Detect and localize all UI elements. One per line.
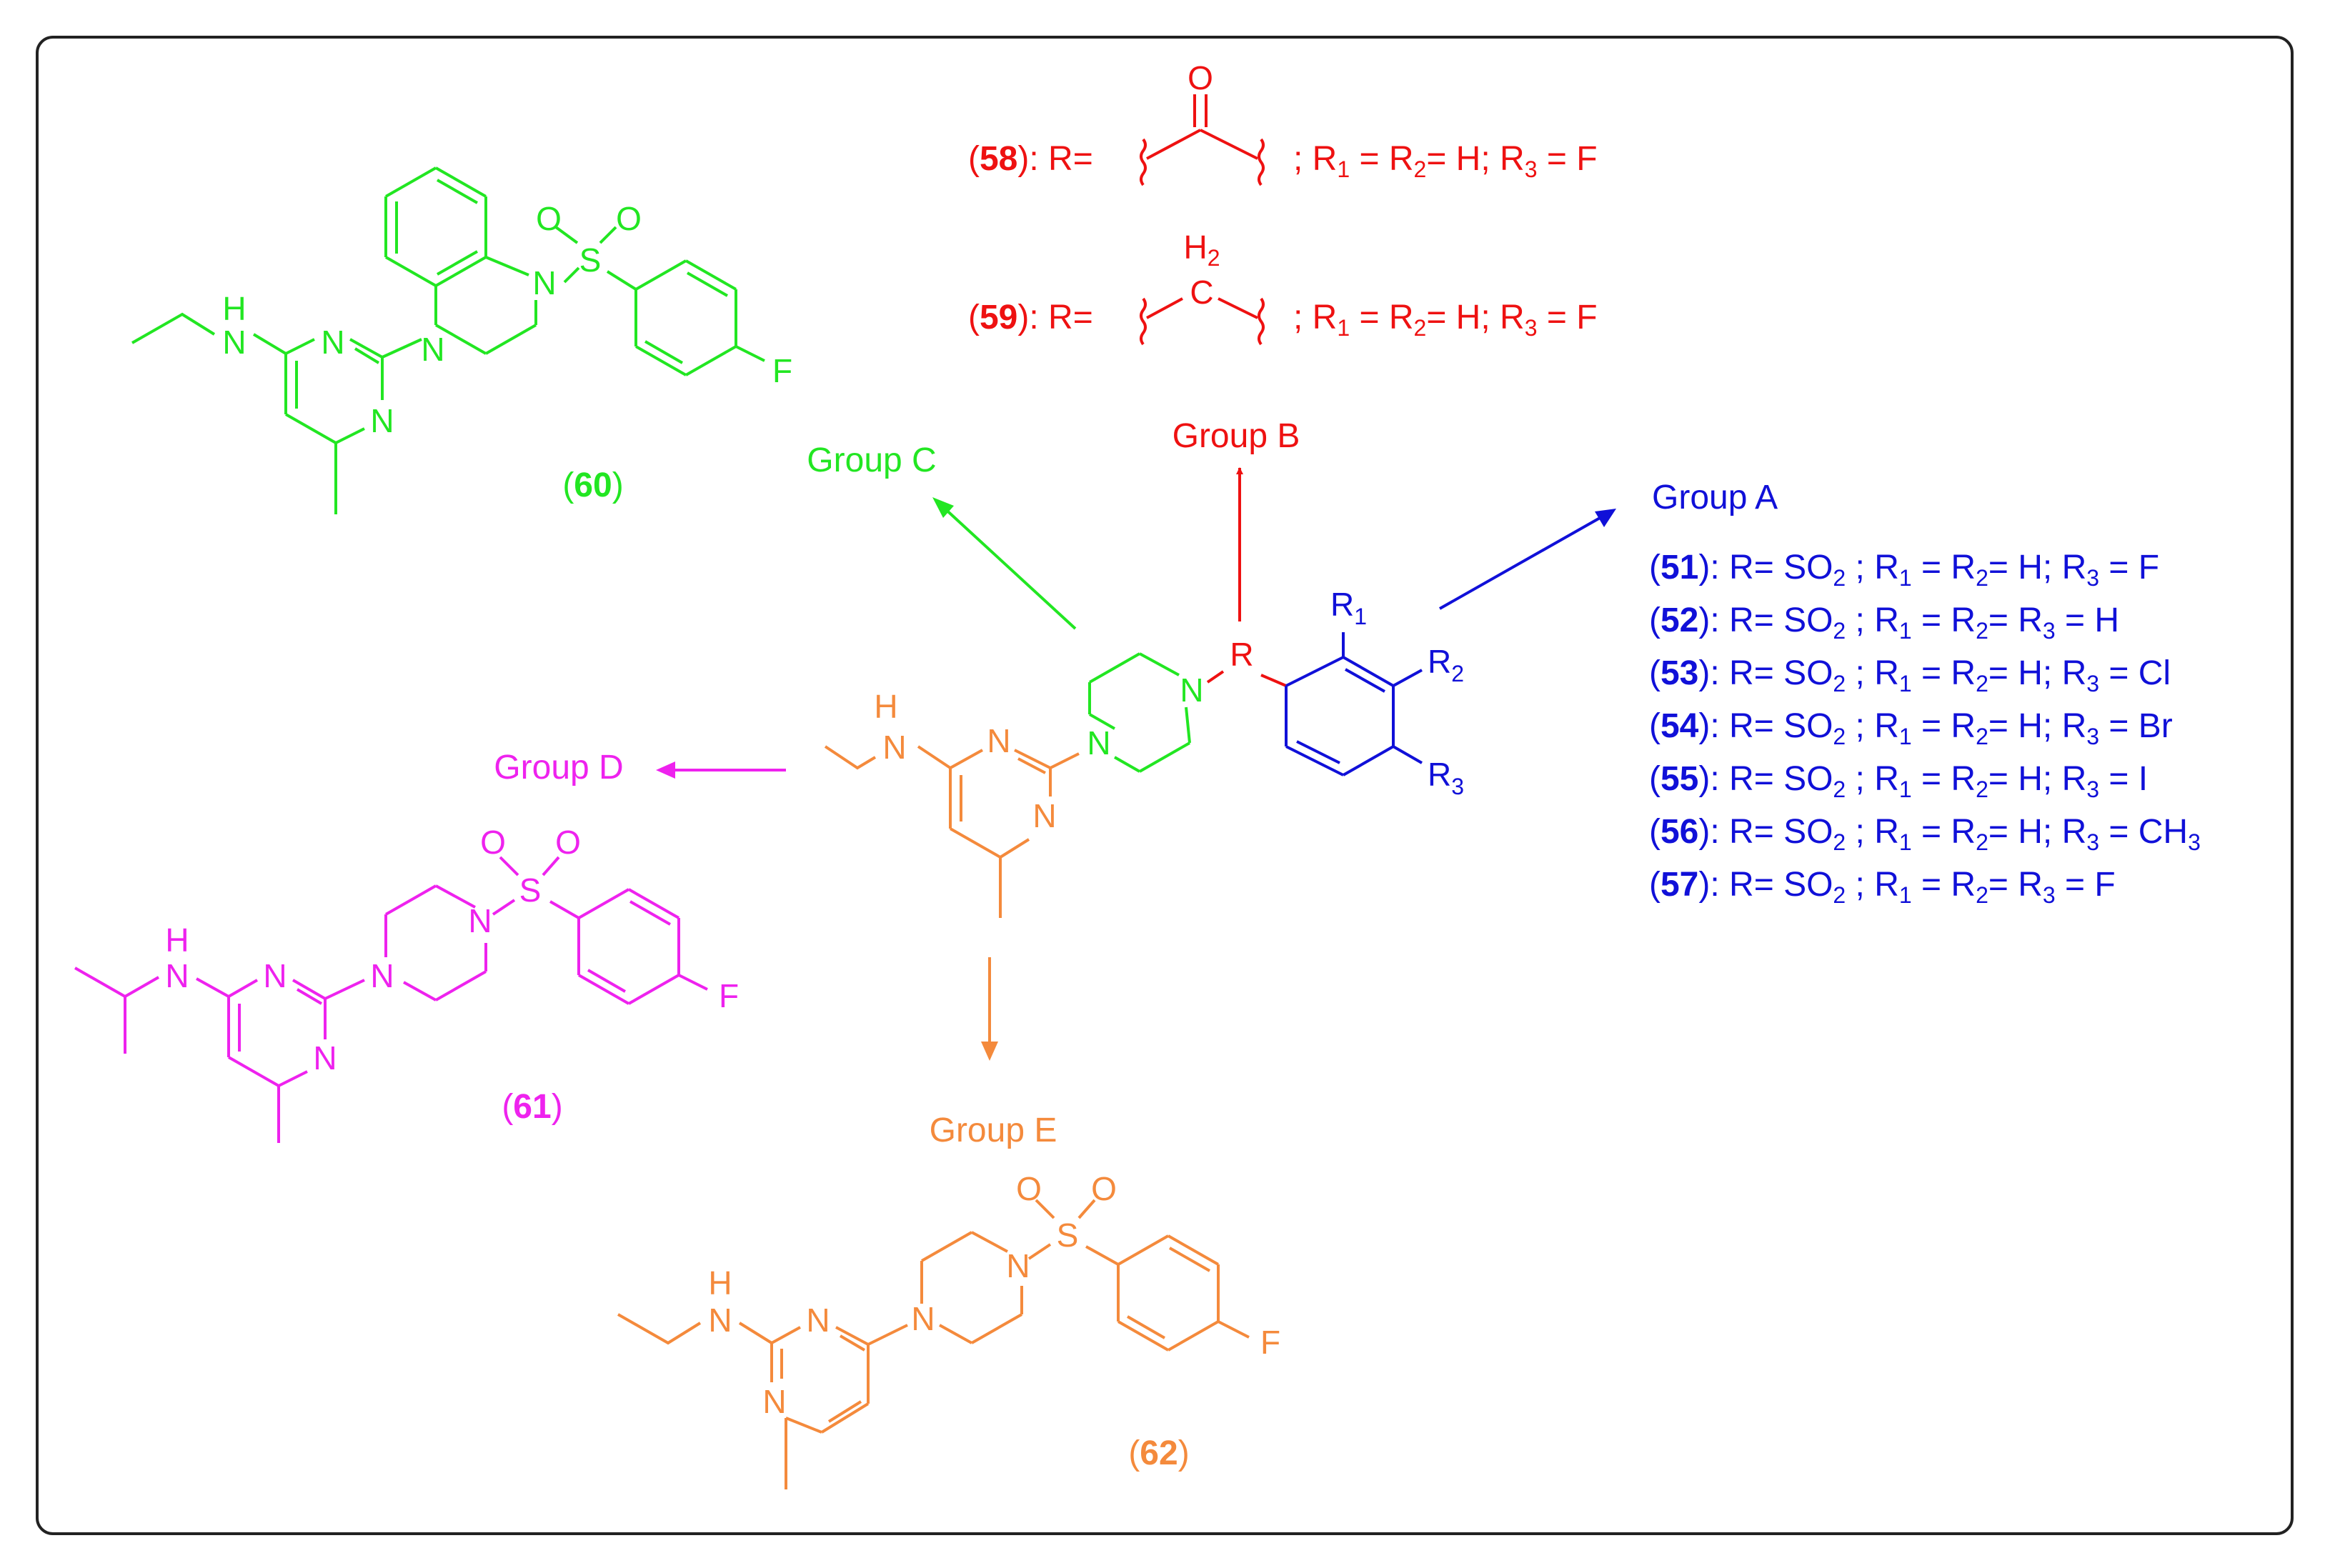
methylene-carbon: C: [1190, 274, 1213, 311]
c60-f: F: [772, 352, 792, 389]
compound-61-atoms: H N N N N N S O O F: [165, 824, 739, 1077]
c60-n2: N: [370, 402, 394, 439]
c62-pip-n1: N: [911, 1300, 935, 1337]
c61-f: F: [719, 977, 739, 1014]
group-b-entries: (58): R= O ; R1 = R2= H; R3 = F (59): R=…: [968, 59, 1598, 346]
methylene-h2: H2: [1183, 229, 1220, 271]
c60-o2: O: [616, 200, 642, 237]
c62-f: F: [1260, 1324, 1280, 1361]
group-a-entry: (53): R= SO2 ; R1 = R2= H; R3 = Cl: [1649, 654, 2171, 696]
compound-60-label: (60): [562, 466, 623, 504]
c61-o1: O: [480, 824, 506, 861]
group-c-label: Group C: [807, 441, 936, 479]
group-b-entry-58-suffix: ; R1 = R2= H; R3 = F: [1293, 140, 1598, 182]
core-atom-n1: N: [987, 722, 1010, 759]
group-a-label: Group A: [1652, 479, 1778, 516]
core-atom-r: R: [1230, 636, 1253, 673]
group-a-entry: (56): R= SO2 ; R1 = R2= H; R3 = CH3: [1649, 813, 2201, 855]
ketone-oxygen: O: [1188, 59, 1213, 96]
c61-pip-n1: N: [370, 957, 394, 994]
c62-nh-n: N: [708, 1302, 732, 1339]
c60-ring-n1: N: [421, 331, 444, 368]
c60-o1: O: [536, 200, 562, 237]
c60-s: S: [579, 241, 602, 279]
core-atom-r3: R3: [1428, 756, 1464, 799]
compound-60-atoms: H N N N N N S O O F: [222, 200, 792, 439]
compound-60-structure: [131, 166, 765, 514]
c62-s: S: [1057, 1217, 1079, 1254]
compound-61-label: (61): [502, 1088, 562, 1126]
c60-nh-n: N: [222, 324, 246, 361]
arrow-group-a: [1439, 509, 1616, 610]
group-a-entry: (51): R= SO2 ; R1 = R2= H; R3 = F: [1649, 549, 2159, 591]
c62-o1: O: [1016, 1170, 1042, 1207]
c62-nh-h: H: [708, 1264, 732, 1302]
core-atom-r2: R2: [1428, 643, 1464, 686]
c62-pip-n2: N: [1006, 1247, 1030, 1284]
group-e-label: Group E: [930, 1112, 1057, 1149]
core-atom-labels: H N N N N N R R1 R2 R3: [874, 586, 1464, 834]
arrow-group-e: [981, 957, 998, 1061]
group-b-entry-58: (58): R=: [968, 140, 1093, 178]
c60-n1: N: [321, 324, 344, 361]
core-atom-pip-n2: N: [1180, 671, 1203, 709]
c61-s: S: [519, 872, 542, 909]
arrow-group-d: [656, 761, 786, 779]
group-a-entry: (54): R= SO2 ; R1 = R2= H; R3 = Br: [1649, 707, 2173, 749]
group-a-entry: (52): R= SO2 ; R1 = R2= R3 = H: [1649, 601, 2119, 644]
compound-62-structure: [617, 1199, 1250, 1489]
c61-n2: N: [313, 1039, 337, 1077]
core-atom-pip-n1: N: [1087, 724, 1110, 761]
figure-frame: [36, 36, 2294, 1535]
c62-n1: N: [806, 1302, 830, 1339]
c61-n1: N: [263, 957, 287, 994]
group-b-entry-59-suffix: ; R1 = R2= H; R3 = F: [1293, 299, 1598, 341]
group-b-entry-59: (59): R=: [968, 299, 1093, 336]
c61-o2: O: [555, 824, 581, 861]
arrow-group-c: [932, 497, 1077, 630]
ketone-linker-icon: [1140, 94, 1265, 186]
c60-ring-n2: N: [532, 264, 556, 301]
group-arrows: [656, 497, 1616, 1061]
group-a-list: (51): R= SO2 ; R1 = R2= H; R3 = F (52): …: [1649, 549, 2201, 908]
c62-n2: N: [762, 1383, 786, 1420]
group-b-label: Group B: [1173, 417, 1300, 455]
core-atom-nh-n: N: [882, 729, 906, 766]
c60-nh-h: H: [222, 290, 246, 327]
methylene-linker-icon: [1140, 297, 1265, 346]
compound-62-label: (62): [1128, 1434, 1189, 1472]
c61-pip-n2: N: [468, 902, 492, 939]
core-scaffold: [824, 467, 1423, 918]
compound-61-structure: [74, 856, 708, 1143]
group-a-entry: (55): R= SO2 ; R1 = R2= H; R3 = I: [1649, 760, 2148, 802]
core-atom-n2: N: [1032, 797, 1056, 834]
group-labels: Group A Group B Group C Group D Group E: [494, 417, 1778, 1149]
c61-nh-n: N: [165, 957, 189, 994]
group-d-label: Group D: [494, 749, 623, 787]
core-atom-r1: R1: [1330, 586, 1367, 629]
c62-o2: O: [1091, 1170, 1117, 1207]
c61-nh-h: H: [165, 922, 189, 959]
compound-62-atoms: H N N N N N S O O F: [708, 1170, 1280, 1420]
group-a-entry: (57): R= SO2 ; R1 = R2= R3 = F: [1649, 866, 2116, 908]
core-atom-nh-h: H: [874, 688, 897, 725]
